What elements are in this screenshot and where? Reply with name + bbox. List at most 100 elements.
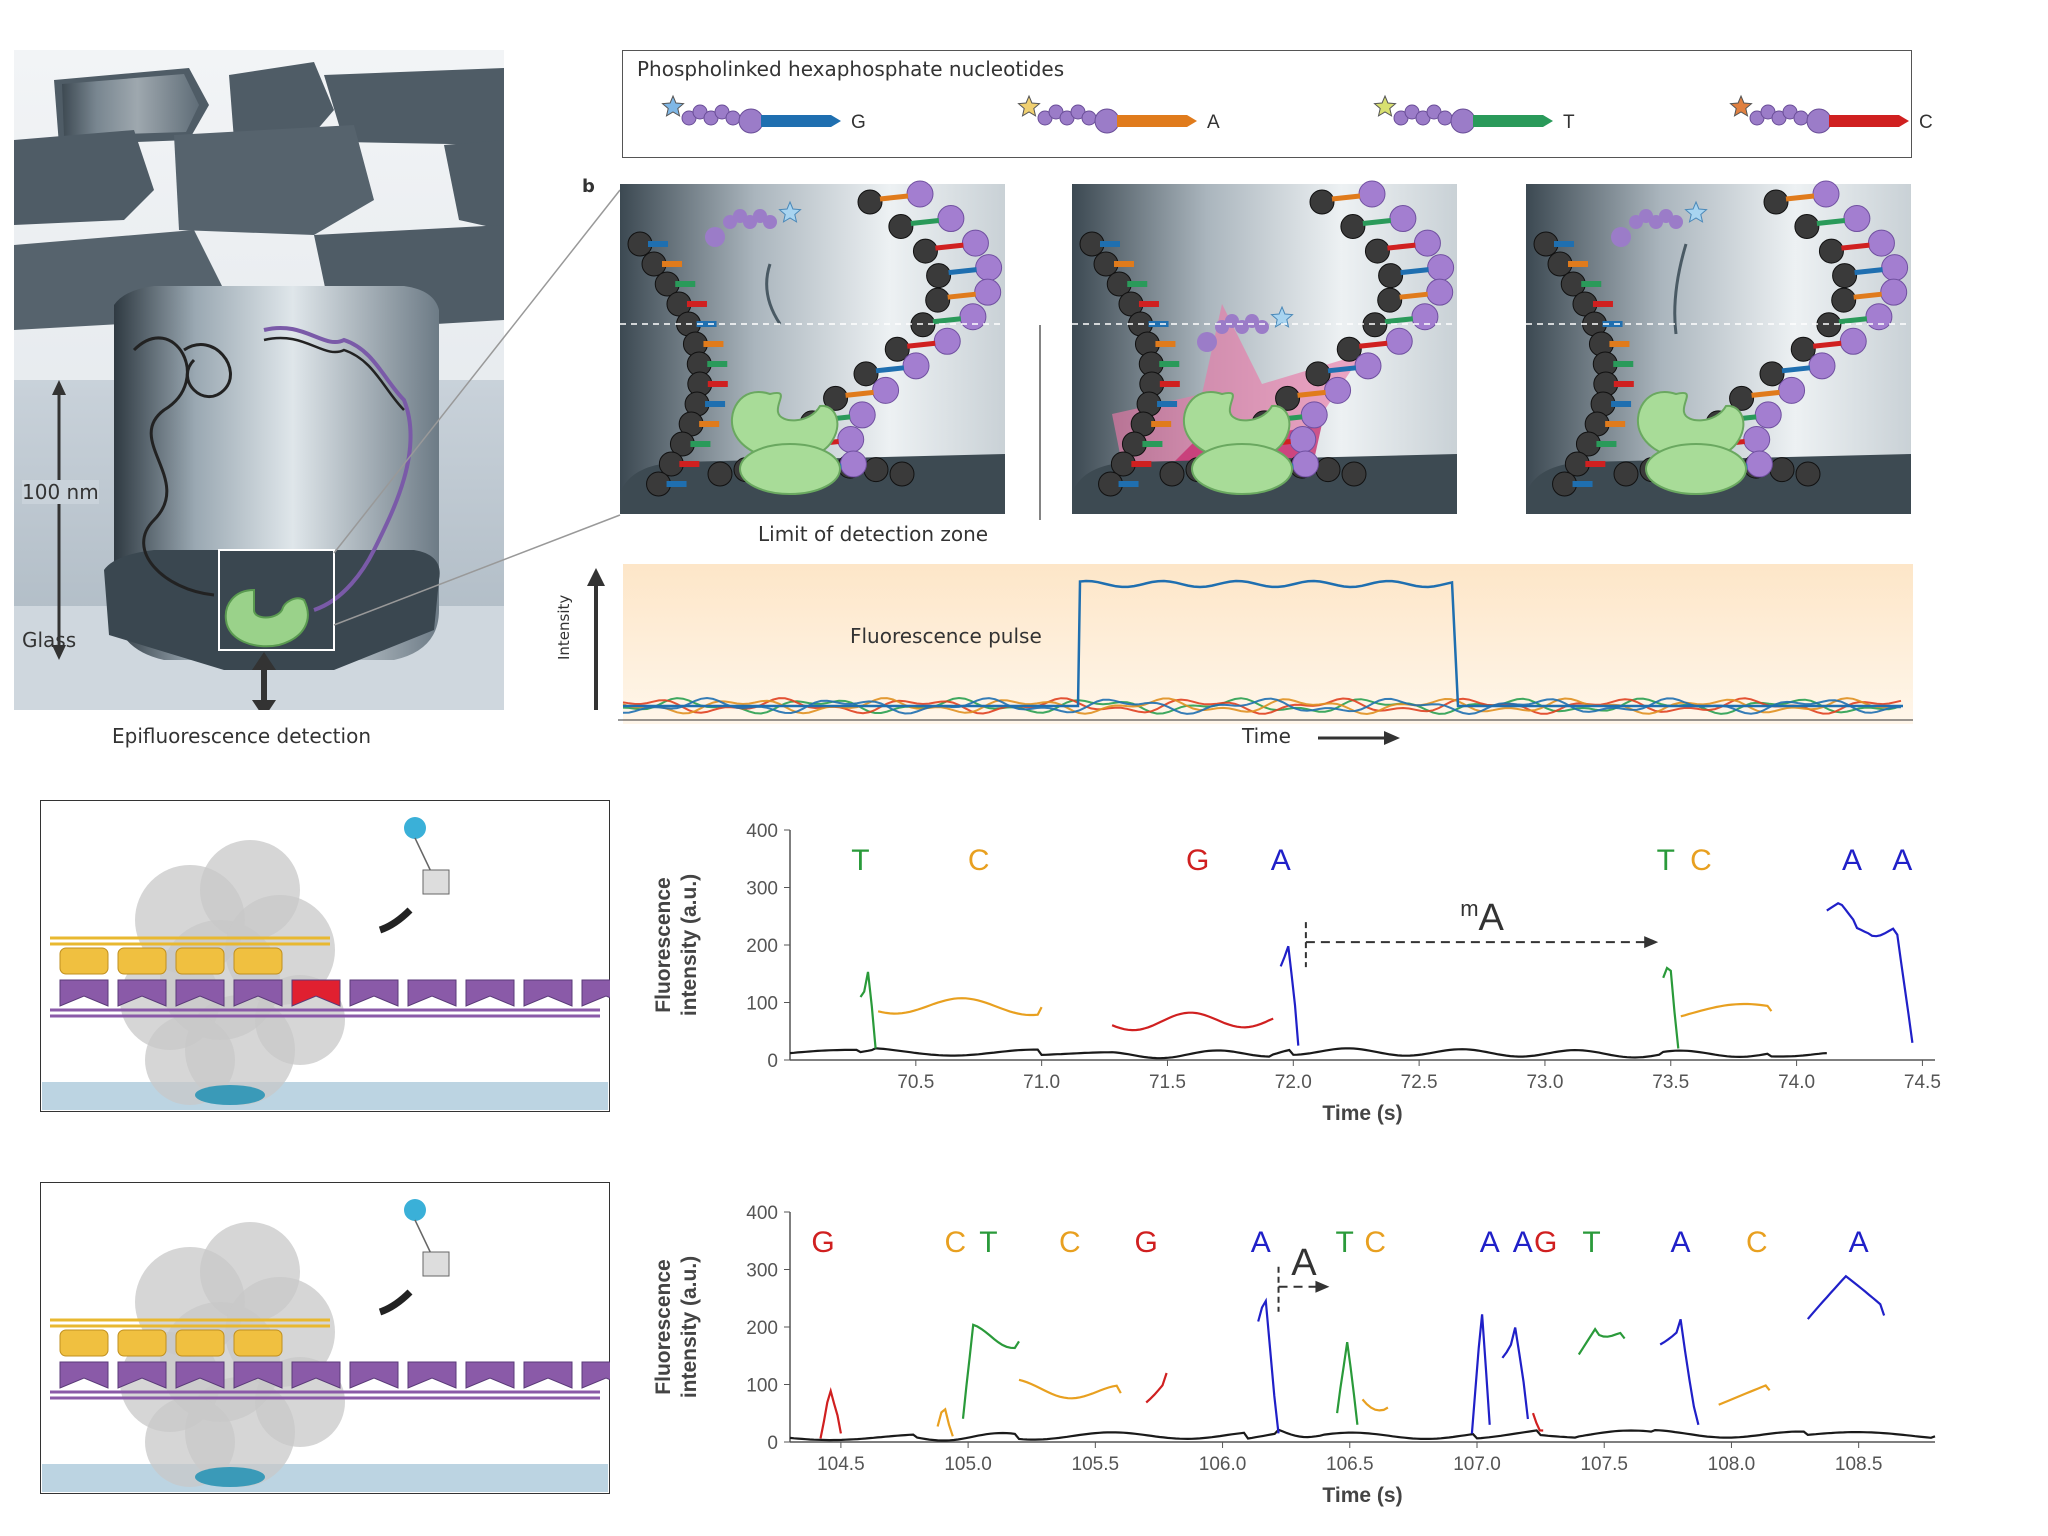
fluorescence-trace [587,564,1913,745]
scale-label: 100 nm [22,480,99,504]
legend-base-label: T [1563,112,1575,133]
trace-series-line [1680,1002,1773,1018]
x-tick-label: 71.0 [1023,1072,1060,1093]
base-call-label: C [1059,1226,1081,1259]
legend-base-label: G [851,112,866,133]
x-tick-label: 106.0 [1199,1454,1247,1475]
trace-series-line [1659,1318,1700,1426]
trace-series-line [1470,1314,1491,1434]
base-call-label: T [851,844,869,877]
trace-series-line [1577,1327,1626,1356]
x-tick-label: 71.5 [1149,1072,1186,1093]
x-axis-label: Time (s) [1322,1484,1402,1507]
y-tick-label: 100 [746,994,778,1015]
background-noise-line [622,696,1902,716]
trace-series-line [789,1047,1827,1060]
pulse-label: Fluorescence pulse [850,624,1042,648]
base-call-label: G [1186,844,1209,877]
base-call-label: C [1746,1226,1768,1259]
intensity-axis-label: Intensity [555,594,573,660]
base-call-label: A [1671,1226,1691,1259]
trace-series-line [1826,902,1914,1043]
polymerase-illustration-1 [40,800,610,1112]
x-tick-label: 70.5 [897,1072,934,1093]
panel-b-label: b [582,176,595,197]
legend-nucleotide-c: C [1729,94,1933,134]
annotation-label: mA [1460,896,1504,939]
trace-series-line [819,1386,842,1439]
x-tick-label: 105.0 [944,1454,992,1475]
polymerase-illustration-2 [40,1182,610,1494]
base-call-label: A [1513,1226,1533,1259]
base-call-label: G [811,1226,834,1259]
x-axis-label: Time (s) [1322,1102,1402,1125]
trace-series-line [1806,1274,1886,1320]
y-tick-label: 200 [746,1318,778,1339]
arrowhead [1315,1280,1330,1293]
detection-zone-label: Limit of detection zone [758,522,989,546]
epifluorescence-label: Epifluorescence detection [112,724,371,748]
trace-series-line [859,971,877,1049]
x-tick-label: 73.5 [1652,1072,1689,1093]
base-call-label: C [1364,1226,1386,1259]
base-call-label: G [1534,1226,1557,1259]
legend-title: Phospholinked hexaphosphate nucleotides [637,57,1065,81]
trace-series-line [789,1428,1936,1442]
base-call-label: T [979,1226,997,1259]
base-call-label: G [1135,1226,1158,1259]
y-tick-label: 0 [767,1433,778,1454]
legend-nucleotide-a: A [1017,94,1220,134]
time-axis-label: Time [1242,724,1291,748]
base-call-label: A [1849,1226,1869,1259]
polymerase-frame-1 [620,180,1005,514]
panel-a-illustration [14,50,504,710]
base-call-label: T [1336,1226,1354,1259]
trace-series-line [1279,945,1300,1046]
x-tick-label: 108.0 [1708,1454,1756,1475]
nucleotide-legend: Phospholinked hexaphosphate nucleotides … [622,50,1933,158]
x-tick-label: 104.5 [817,1454,865,1475]
base-call-label: C [945,1226,967,1259]
legend-base-label: C [1919,112,1933,133]
trace-series-line [1361,1398,1389,1412]
x-tick-label: 73.0 [1526,1072,1563,1093]
trace-series-line [1718,1384,1771,1406]
arrowhead [1644,936,1659,949]
y-tick-label: 200 [746,936,778,957]
y-tick-label: 0 [767,1051,778,1072]
base-call-label: A [1251,1226,1271,1259]
y-tick-label: 100 [746,1376,778,1397]
x-tick-label: 108.5 [1835,1454,1883,1475]
polymerase-frame-2 [1072,180,1457,514]
trace-series-line [1018,1378,1122,1400]
base-call-label: A [1892,844,1912,877]
base-call-label: A [1271,844,1291,877]
x-tick-label: 105.5 [1072,1454,1120,1475]
trace-series-line [1531,1412,1544,1432]
base-call-label: T [1582,1226,1600,1259]
x-tick-label: 72.0 [1275,1072,1312,1093]
trace-series-line [961,1323,1020,1419]
trace-series-line [1145,1372,1168,1404]
x-tick-label: 107.5 [1580,1454,1628,1475]
base-call-label: T [1657,844,1675,877]
legend-nucleotide-t: T [1373,94,1575,134]
base-call-label: C [1690,844,1712,877]
y-tick-label: 400 [746,1203,778,1224]
x-tick-label: 72.5 [1401,1072,1438,1093]
x-tick-label: 106.5 [1326,1454,1374,1475]
polymerase-frame-3 [1526,180,1911,514]
x-tick-label: 74.5 [1904,1072,1941,1093]
legend-base-label: A [1207,112,1220,133]
x-tick-label: 107.0 [1453,1454,1501,1475]
glass-label: Glass [22,628,77,652]
base-call-label: A [1480,1226,1500,1259]
legend-nucleotide-g: G [661,94,866,134]
y-tick-label: 300 [746,879,778,900]
trace-series-line [1336,1341,1359,1425]
trace-series-line [936,1407,954,1437]
